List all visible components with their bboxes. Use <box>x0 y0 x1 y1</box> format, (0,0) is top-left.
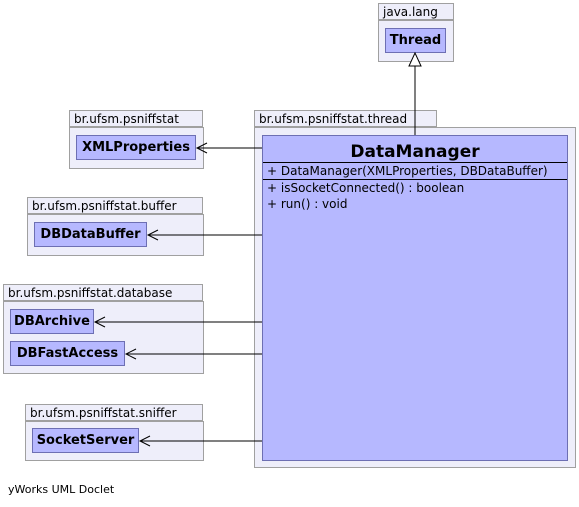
arrowhead-db-fast-access <box>124 348 137 360</box>
arrowhead-db-data-buffer <box>146 229 159 241</box>
class-data-manager[interactable]: DataManager + DataManager(XMLProperties,… <box>262 135 568 461</box>
data-manager-divider-bottom <box>263 179 567 180</box>
package-tab-xml: br.ufsm.psniffstat <box>69 110 203 127</box>
package-tab-buffer: br.ufsm.psniffstat.buffer <box>27 197 203 214</box>
package-tab-thread: br.ufsm.psniffstat.thread <box>254 110 437 127</box>
arrowhead-xml-properties <box>195 142 208 154</box>
class-db-archive[interactable]: DBArchive <box>10 309 94 334</box>
generalization-arrowhead <box>408 51 422 67</box>
package-tab-sniffer: br.ufsm.psniffstat.sniffer <box>25 404 203 421</box>
package-tab-database: br.ufsm.psniffstat.database <box>3 284 203 301</box>
class-socket-server[interactable]: SocketServer <box>32 428 139 453</box>
class-db-data-buffer[interactable]: DBDataBuffer <box>34 222 147 247</box>
method-is-socket-connected[interactable]: + isSocketConnected() : boolean <box>267 181 465 195</box>
data-manager-divider-top <box>263 162 567 163</box>
class-db-fast-access[interactable]: DBFastAccess <box>10 341 125 366</box>
arrowhead-socket-server <box>138 435 151 447</box>
class-thread[interactable]: Thread <box>385 28 446 53</box>
arrowhead-db-archive <box>93 316 106 328</box>
method-run[interactable]: + run() : void <box>267 197 348 211</box>
footer-credit: yWorks UML Doclet <box>8 483 115 496</box>
class-xml-properties[interactable]: XMLProperties <box>76 135 196 160</box>
data-manager-constructor[interactable]: + DataManager(XMLProperties, DBDataBuffe… <box>267 164 548 178</box>
data-manager-title: DataManager <box>350 142 480 162</box>
package-tab-java-lang: java.lang <box>378 3 454 20</box>
